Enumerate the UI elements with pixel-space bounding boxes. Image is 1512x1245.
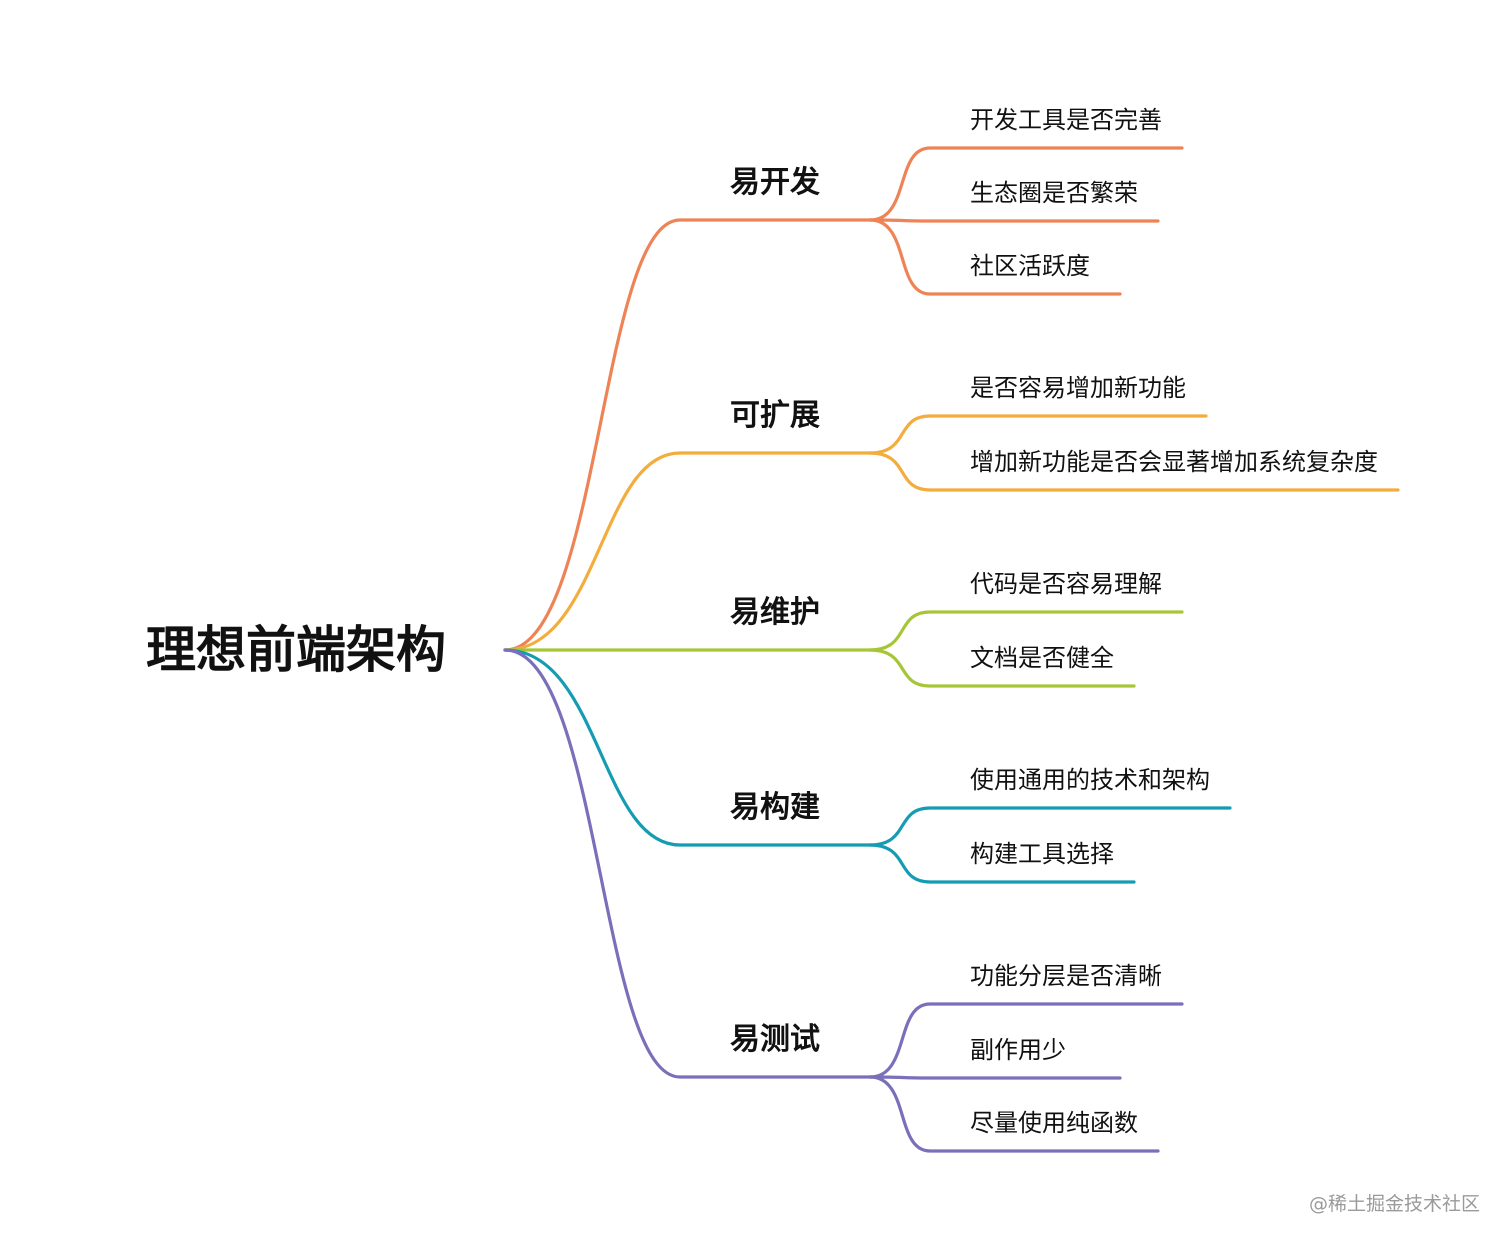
branch-label: 易测试 xyxy=(730,1022,820,1057)
leaf-label: 社区活跃度 xyxy=(970,252,1090,280)
leaf-label: 副作用少 xyxy=(970,1036,1066,1064)
branch-to-leaf-connector xyxy=(868,843,1136,884)
root-to-branch-connector xyxy=(503,451,872,652)
branch-to-leaf-connector xyxy=(868,648,1136,688)
leaf-label: 尽量使用纯函数 xyxy=(970,1109,1138,1137)
leaf-label: 开发工具是否完善 xyxy=(970,106,1162,134)
branch-to-leaf-connector xyxy=(868,1002,1184,1079)
branch-label: 可扩展 xyxy=(730,398,820,433)
leaf-label: 使用通用的技术和架构 xyxy=(970,766,1210,794)
branch-to-leaf-connector xyxy=(868,218,1160,223)
branch-label: 易开发 xyxy=(730,165,820,200)
root-node-label: 理想前端架构 xyxy=(146,621,446,679)
leaf-label: 文档是否健全 xyxy=(970,644,1114,672)
branch-to-leaf-connector xyxy=(868,806,1232,847)
root-to-branch-connector xyxy=(503,648,872,847)
branch-to-leaf-connector xyxy=(868,1075,1122,1080)
leaf-label: 生态圈是否繁荣 xyxy=(970,179,1138,207)
branch-to-leaf-connector xyxy=(868,218,1122,296)
connector-lines xyxy=(503,146,1400,1153)
branch-to-leaf-connector xyxy=(868,1075,1160,1153)
leaf-label: 构建工具选择 xyxy=(970,840,1114,868)
branch-to-leaf-connector xyxy=(868,414,1208,455)
leaf-label: 增加新功能是否会显著增加系统复杂度 xyxy=(970,448,1378,476)
branch-to-leaf-connector xyxy=(868,610,1184,652)
watermark: @稀土掘金技术社区 xyxy=(1309,1193,1480,1215)
branch-label: 易维护 xyxy=(730,595,820,630)
branch-label: 易构建 xyxy=(730,790,820,825)
leaf-label: 功能分层是否清晰 xyxy=(970,962,1162,990)
branch-to-leaf-connector xyxy=(868,451,1400,492)
branch-to-leaf-connector xyxy=(868,146,1184,222)
leaf-label: 是否容易增加新功能 xyxy=(970,374,1186,402)
leaf-label: 代码是否容易理解 xyxy=(970,570,1162,598)
root-to-branch-connector xyxy=(503,218,872,652)
root-to-branch-connector xyxy=(503,648,872,1079)
